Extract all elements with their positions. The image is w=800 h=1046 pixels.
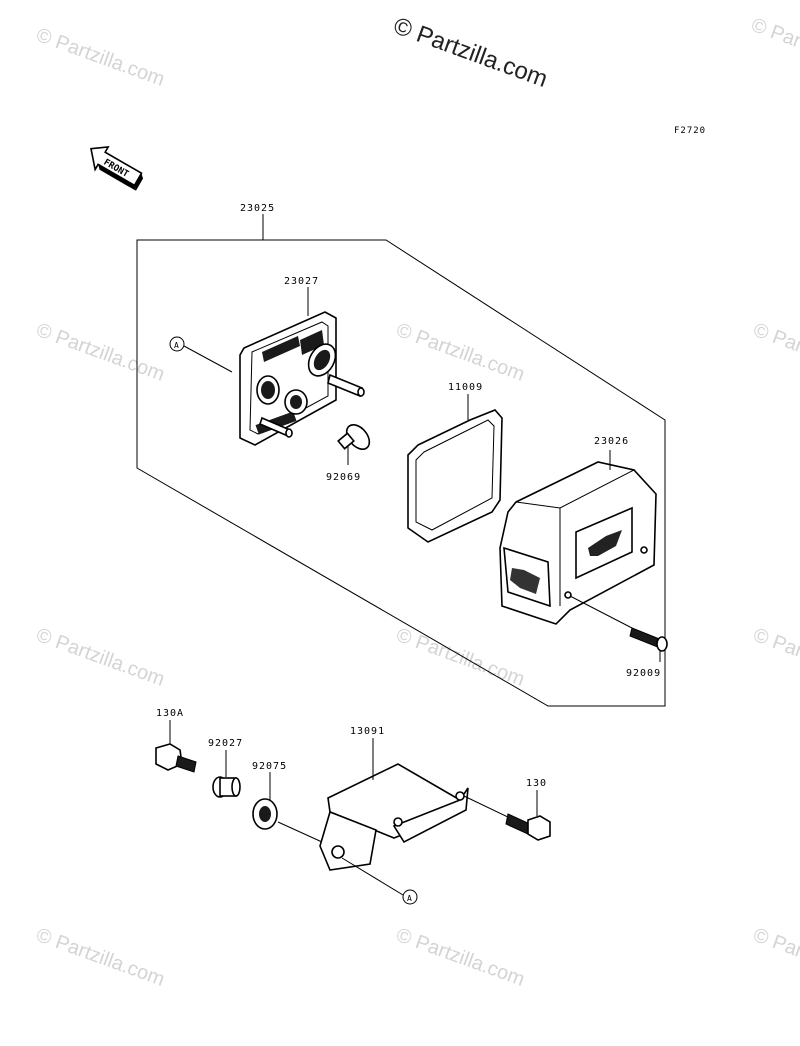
part-label-lens: 23026 bbox=[594, 436, 629, 447]
watermark: © Partzilla.com bbox=[748, 14, 800, 81]
mounting-bracket bbox=[319, 738, 469, 871]
watermark: © Partzilla.com bbox=[393, 319, 527, 386]
part-label-bracket: 13091 bbox=[350, 726, 385, 737]
part-label-lens-screw: 92009 bbox=[626, 668, 661, 679]
bolt-130a bbox=[155, 720, 197, 773]
watermark-main: © Partzilla.com bbox=[390, 12, 551, 93]
watermark: © Partzilla.com bbox=[393, 924, 527, 991]
watermark: © Partzilla.com bbox=[393, 624, 527, 691]
grommet bbox=[252, 772, 323, 843]
watermark: © Partzilla.com bbox=[750, 624, 800, 691]
part-label-bulb: 92069 bbox=[326, 472, 361, 483]
part-label-bolt-130a: 130A bbox=[156, 708, 184, 719]
watermark: © Partzilla.com bbox=[750, 924, 800, 991]
part-label-bolt-130: 130 bbox=[526, 778, 547, 789]
ref-marker-label: A bbox=[407, 894, 412, 903]
figure-code: F2720 bbox=[674, 126, 706, 136]
lamp-lens bbox=[499, 450, 657, 625]
ref-marker-upper: A bbox=[169, 336, 233, 373]
watermark: © Partzilla.com bbox=[33, 624, 167, 691]
collar bbox=[212, 750, 241, 798]
ref-marker-label: A bbox=[174, 341, 179, 350]
lens-screw bbox=[569, 595, 668, 662]
watermark: © Partzilla.com bbox=[33, 924, 167, 991]
part-label-collar: 92027 bbox=[208, 738, 243, 749]
gasket bbox=[407, 394, 503, 543]
lamp-housing bbox=[239, 311, 365, 446]
watermark: © Partzilla.com bbox=[750, 319, 800, 386]
bolt-130 bbox=[463, 790, 551, 841]
watermark: © Partzilla.com bbox=[33, 24, 167, 91]
part-label-gasket: 11009 bbox=[448, 382, 483, 393]
ref-marker-lower: A bbox=[341, 857, 418, 905]
part-label-grommet: 92075 bbox=[252, 761, 287, 772]
front-arrow-icon: FRONT bbox=[90, 146, 143, 191]
watermark: © Partzilla.com bbox=[33, 319, 167, 386]
part-label-assembly: 23025 bbox=[240, 203, 275, 214]
bulb bbox=[337, 424, 371, 465]
assembly-outline bbox=[136, 214, 666, 707]
part-label-housing: 23027 bbox=[284, 276, 319, 287]
